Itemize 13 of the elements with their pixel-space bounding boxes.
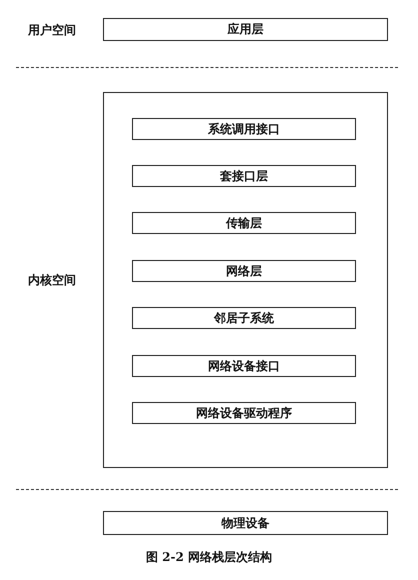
section-heading: 用户空间 xyxy=(28,22,76,39)
layer-box: 网络设备驱动程序 xyxy=(132,402,356,424)
layer-box: 应用层 xyxy=(103,18,388,41)
kernel-frame xyxy=(103,92,388,468)
layer-box: 物理设备 xyxy=(103,511,388,535)
layer-box: 套接口层 xyxy=(132,165,356,187)
layer-box: 系统调用接口 xyxy=(132,118,356,140)
layer-box: 邻居子系统 xyxy=(132,307,356,329)
figure-caption: 图 2-2 网络栈层次结构 xyxy=(144,549,274,566)
section-heading: 内核空间 xyxy=(28,272,76,289)
layer-box: 网络层 xyxy=(132,260,356,282)
layer-box: 传输层 xyxy=(132,212,356,234)
layer-box: 网络设备接口 xyxy=(132,355,356,377)
